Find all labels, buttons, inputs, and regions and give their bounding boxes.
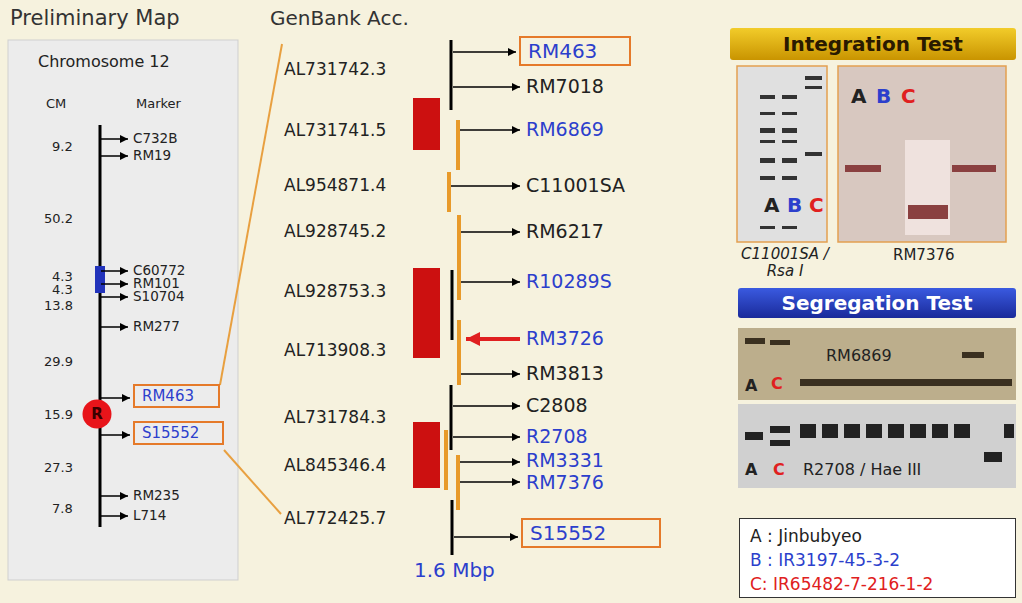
gel-image bbox=[738, 328, 1016, 400]
lane-letter: C bbox=[771, 375, 783, 393]
map-label: 1.6 Mbp bbox=[414, 559, 495, 582]
node-label: S15552 bbox=[142, 424, 215, 442]
map-label: 4.3 bbox=[52, 283, 73, 298]
map-label: RM3813 bbox=[526, 363, 604, 385]
map-label: R2708 bbox=[526, 426, 588, 448]
node-label: S15552 bbox=[530, 521, 652, 545]
locus-circle: R bbox=[82, 399, 112, 429]
map-label: RM6869 bbox=[826, 347, 892, 365]
map-label: AL731741.5 bbox=[284, 121, 386, 141]
map-label: S10704 bbox=[133, 289, 185, 305]
marker-box: RM463 bbox=[519, 36, 631, 66]
map-panel: Chromosome 12 RM463R S15552 bbox=[8, 40, 238, 580]
map-label: AL954871.4 bbox=[284, 176, 386, 196]
map-label: RM235 bbox=[133, 488, 180, 504]
node-label: Chromosome 12 bbox=[38, 52, 238, 71]
map-label: AL772425.7 bbox=[284, 509, 386, 529]
map-label: Marker bbox=[136, 97, 181, 112]
lane-letter: C bbox=[901, 85, 916, 108]
legend-entry: A : Jinbubyeo bbox=[750, 525, 1005, 549]
lane-letter: B bbox=[787, 194, 802, 217]
node-label: R bbox=[91, 405, 103, 423]
section-band: Integration Test bbox=[730, 28, 1016, 60]
zoom-lines bbox=[220, 44, 282, 514]
map-label: RM7018 bbox=[526, 76, 604, 98]
map-label: GenBank Acc. bbox=[270, 7, 409, 30]
map-label: C11001SA bbox=[526, 175, 625, 197]
gel-image bbox=[838, 66, 1006, 242]
legend-entry: B : IR3197-45-3-2 bbox=[750, 549, 1005, 573]
lane-letter: A bbox=[851, 85, 866, 108]
map-label: L714 bbox=[133, 508, 166, 524]
map-label: AL928745.2 bbox=[284, 222, 386, 242]
contig-block bbox=[413, 98, 440, 150]
bac-segments bbox=[446, 40, 459, 555]
map-label: 9.2 bbox=[52, 140, 73, 155]
map-label: C11001SA / Rsa I bbox=[740, 246, 830, 281]
contig-block bbox=[413, 268, 440, 358]
map-label: RM7376 bbox=[526, 472, 604, 494]
map-label: RM3331 bbox=[526, 450, 604, 472]
section-band: Segregation Test bbox=[738, 288, 1016, 318]
lane-letter: C bbox=[773, 461, 785, 479]
map-label: AL731784.3 bbox=[284, 408, 386, 428]
map-label: R10289S bbox=[526, 271, 612, 293]
map-label: Preliminary Map bbox=[10, 6, 180, 30]
map-label: AL713908.3 bbox=[284, 341, 386, 361]
map-label: C732B bbox=[133, 131, 177, 147]
map-label: 13.8 bbox=[44, 299, 73, 314]
lane-letter: A bbox=[745, 377, 757, 395]
contig-block bbox=[413, 422, 440, 488]
map-label: R2708 / Hae III bbox=[803, 461, 921, 479]
map-label: CM bbox=[46, 97, 66, 112]
chromosome-line bbox=[99, 125, 102, 527]
section-title: Integration Test bbox=[783, 32, 963, 56]
marker-box: S15552 bbox=[521, 518, 661, 548]
map-label: 7.8 bbox=[52, 502, 73, 517]
lane-letter: A bbox=[745, 461, 757, 479]
marker-box: S15552 bbox=[133, 421, 224, 445]
map-label: RM7376 bbox=[893, 247, 955, 264]
map-label: 15.9 bbox=[44, 408, 73, 423]
lane-letter: C bbox=[809, 194, 824, 217]
map-label: AL731742.3 bbox=[284, 60, 386, 80]
map-label: 50.2 bbox=[44, 212, 73, 227]
panel-ground bbox=[8, 40, 238, 580]
legend-entry: C: IR65482-7-216-1-2 bbox=[750, 573, 1005, 597]
map-label: RM6217 bbox=[526, 221, 604, 243]
legend-box: A : JinbubyeoB : IR3197-45-3-2C: IR65482… bbox=[739, 518, 1016, 598]
map-label: 27.3 bbox=[44, 461, 73, 476]
lane-letter: B bbox=[876, 85, 891, 108]
map-label: RM3726 bbox=[526, 328, 604, 350]
map-label: RM277 bbox=[133, 319, 180, 335]
node-label: RM463 bbox=[142, 387, 211, 405]
map-label: 29.9 bbox=[44, 355, 73, 370]
section-title: Segregation Test bbox=[782, 291, 973, 315]
marker-box: RM463 bbox=[133, 384, 220, 408]
map-label: RM19 bbox=[133, 148, 171, 164]
gel-image bbox=[737, 66, 827, 242]
lane-letter: A bbox=[764, 194, 779, 217]
marker-arrows bbox=[451, 52, 520, 537]
map-label: RM6869 bbox=[526, 119, 604, 141]
map-label: AL928753.3 bbox=[284, 282, 386, 302]
highlight-arrow bbox=[466, 337, 520, 341]
map-label: AL845346.4 bbox=[284, 456, 386, 476]
marker-arrows bbox=[101, 139, 130, 516]
map-label: C2808 bbox=[526, 395, 588, 417]
gel-image bbox=[738, 404, 1016, 488]
centromere-mark bbox=[95, 266, 105, 293]
node-label: RM463 bbox=[528, 39, 622, 63]
